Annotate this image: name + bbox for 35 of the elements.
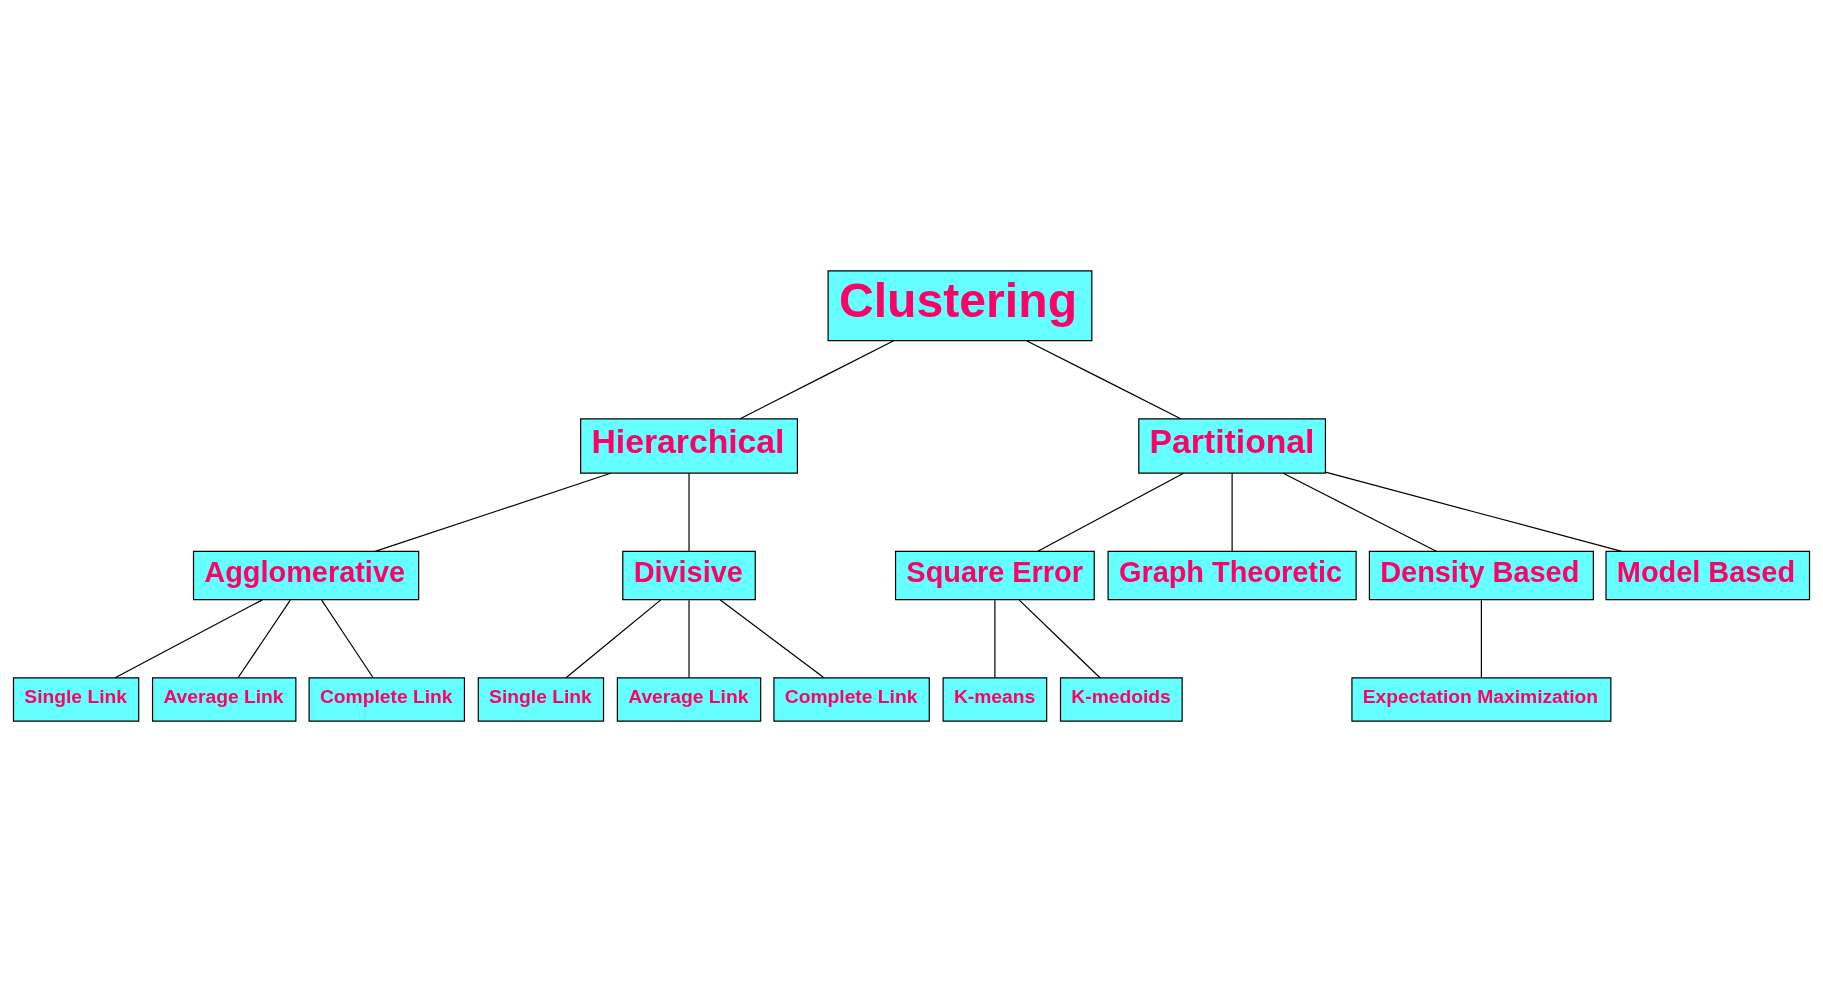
- node-box: Model Based: [1605, 550, 1811, 600]
- node-box: Single Link: [477, 676, 605, 722]
- connector: [1282, 472, 1437, 552]
- node-box: K-means: [942, 676, 1048, 722]
- node-box: Average Link: [616, 676, 762, 722]
- node-box: Square Error: [894, 550, 1095, 600]
- node-box: Hierarchical: [580, 417, 798, 474]
- connector: [688, 472, 690, 552]
- connector: [237, 599, 291, 678]
- node-box: Graph Theoretic: [1107, 550, 1357, 600]
- node-box: Density Based: [1368, 550, 1594, 600]
- node-box: Average Link: [151, 676, 297, 722]
- connector: [565, 598, 662, 678]
- connector: [1324, 471, 1623, 552]
- node-box: Expectation Maximization: [1351, 676, 1612, 722]
- node-box: Single Link: [12, 676, 140, 722]
- node-box: Complete Link: [308, 676, 466, 722]
- node-box: Divisive: [622, 550, 756, 600]
- node-box: Clustering: [827, 269, 1093, 341]
- node-box: K-medoids: [1059, 676, 1183, 722]
- node-box: Partitional: [1138, 417, 1327, 474]
- connector: [1025, 339, 1182, 419]
- connector: [1231, 472, 1233, 552]
- connector: [739, 339, 895, 419]
- connector: [688, 599, 690, 678]
- connector: [994, 599, 996, 678]
- connector: [1018, 599, 1101, 678]
- node-box: Complete Link: [773, 676, 930, 722]
- connector: [114, 598, 263, 678]
- connector: [374, 472, 612, 552]
- connector: [1037, 472, 1185, 552]
- connector: [719, 598, 825, 678]
- connector: [1480, 599, 1482, 678]
- node-box: Agglomerative: [192, 550, 420, 600]
- connector: [321, 599, 374, 678]
